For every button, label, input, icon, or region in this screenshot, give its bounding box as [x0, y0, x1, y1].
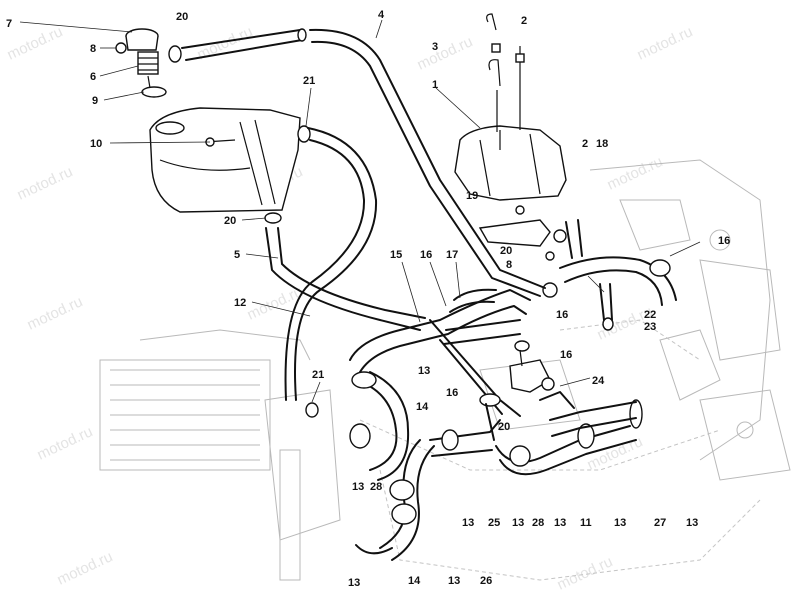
hose-22-23: [599, 283, 614, 331]
label-18: 18: [596, 138, 608, 150]
label-13: 13: [348, 577, 360, 589]
label-20: 20: [500, 245, 512, 257]
hose-5: [265, 227, 426, 331]
label-2: 2: [521, 15, 527, 27]
label-13: 13: [686, 517, 698, 529]
label-27: 27: [654, 517, 666, 529]
watermark: motod.ru: [555, 553, 616, 593]
watermark: motod.ru: [5, 23, 66, 63]
watermark: motod.ru: [415, 33, 476, 73]
label-24: 24: [592, 375, 605, 387]
label-20: 20: [224, 215, 236, 227]
label-13: 13: [614, 517, 626, 529]
label-1: 1: [432, 79, 438, 91]
label-16: 16: [560, 349, 572, 361]
label-23: 23: [644, 321, 656, 333]
filler-cap-assembly: [115, 28, 167, 98]
label-13: 13: [448, 575, 460, 587]
label-13: 13: [352, 481, 364, 493]
label-17: 17: [446, 249, 458, 261]
watermark: motod.ru: [55, 548, 116, 588]
label-21: 21: [312, 369, 324, 381]
watermark: motod.ru: [35, 423, 96, 463]
hose-16-right: [559, 219, 677, 306]
label-13: 13: [512, 517, 524, 529]
label-4: 4: [378, 9, 385, 21]
label-3: 3: [432, 41, 438, 53]
watermark: motod.ru: [605, 153, 666, 193]
hose-20-top: [181, 28, 307, 61]
label-25: 25: [488, 517, 500, 529]
label-10: 10: [90, 138, 102, 150]
watermark-layer: motod.ru motod.ru motod.ru motod.ru moto…: [5, 23, 696, 593]
hose-4: [309, 28, 546, 297]
label-6: 6: [90, 71, 96, 83]
label-16: 16: [556, 309, 568, 321]
part-labels: 7 20 4 2 8 3 6 21 9 1 10 2 18 19 20 16 5…: [6, 9, 730, 589]
hose-12: [284, 127, 378, 401]
label-2: 2: [582, 138, 588, 150]
label-19: 19: [466, 190, 478, 202]
label-8: 8: [90, 43, 96, 55]
watermark: motod.ru: [25, 293, 86, 333]
label-26: 26: [480, 575, 492, 587]
label-16: 16: [446, 387, 458, 399]
watermark: motod.ru: [15, 163, 76, 203]
bracket-19: [478, 205, 555, 261]
thermostat-housing: [509, 349, 555, 393]
watermark: motod.ru: [635, 23, 696, 63]
label-20: 20: [176, 11, 188, 23]
lower-pipe-assembly: [349, 371, 643, 561]
expansion-tank: [149, 107, 301, 213]
label-21: 21: [303, 75, 315, 87]
label-8: 8: [506, 259, 512, 271]
label-5: 5: [234, 249, 240, 261]
label-16: 16: [718, 235, 730, 247]
label-14: 14: [408, 575, 421, 587]
label-14: 14: [416, 401, 429, 413]
coolant-reservoir-1: [454, 13, 567, 201]
label-28: 28: [532, 517, 544, 529]
label-28: 28: [370, 481, 382, 493]
leader-lines: [19, 19, 701, 403]
label-7: 7: [6, 18, 12, 30]
label-20: 20: [498, 421, 510, 433]
label-22: 22: [644, 309, 656, 321]
label-12: 12: [234, 297, 246, 309]
label-13: 13: [462, 517, 474, 529]
label-13: 13: [418, 365, 430, 377]
label-13: 13: [554, 517, 566, 529]
label-11: 11: [580, 517, 592, 529]
label-9: 9: [92, 95, 98, 107]
engine-background: [99, 159, 791, 581]
label-16: 16: [420, 249, 432, 261]
label-15: 15: [390, 249, 402, 261]
